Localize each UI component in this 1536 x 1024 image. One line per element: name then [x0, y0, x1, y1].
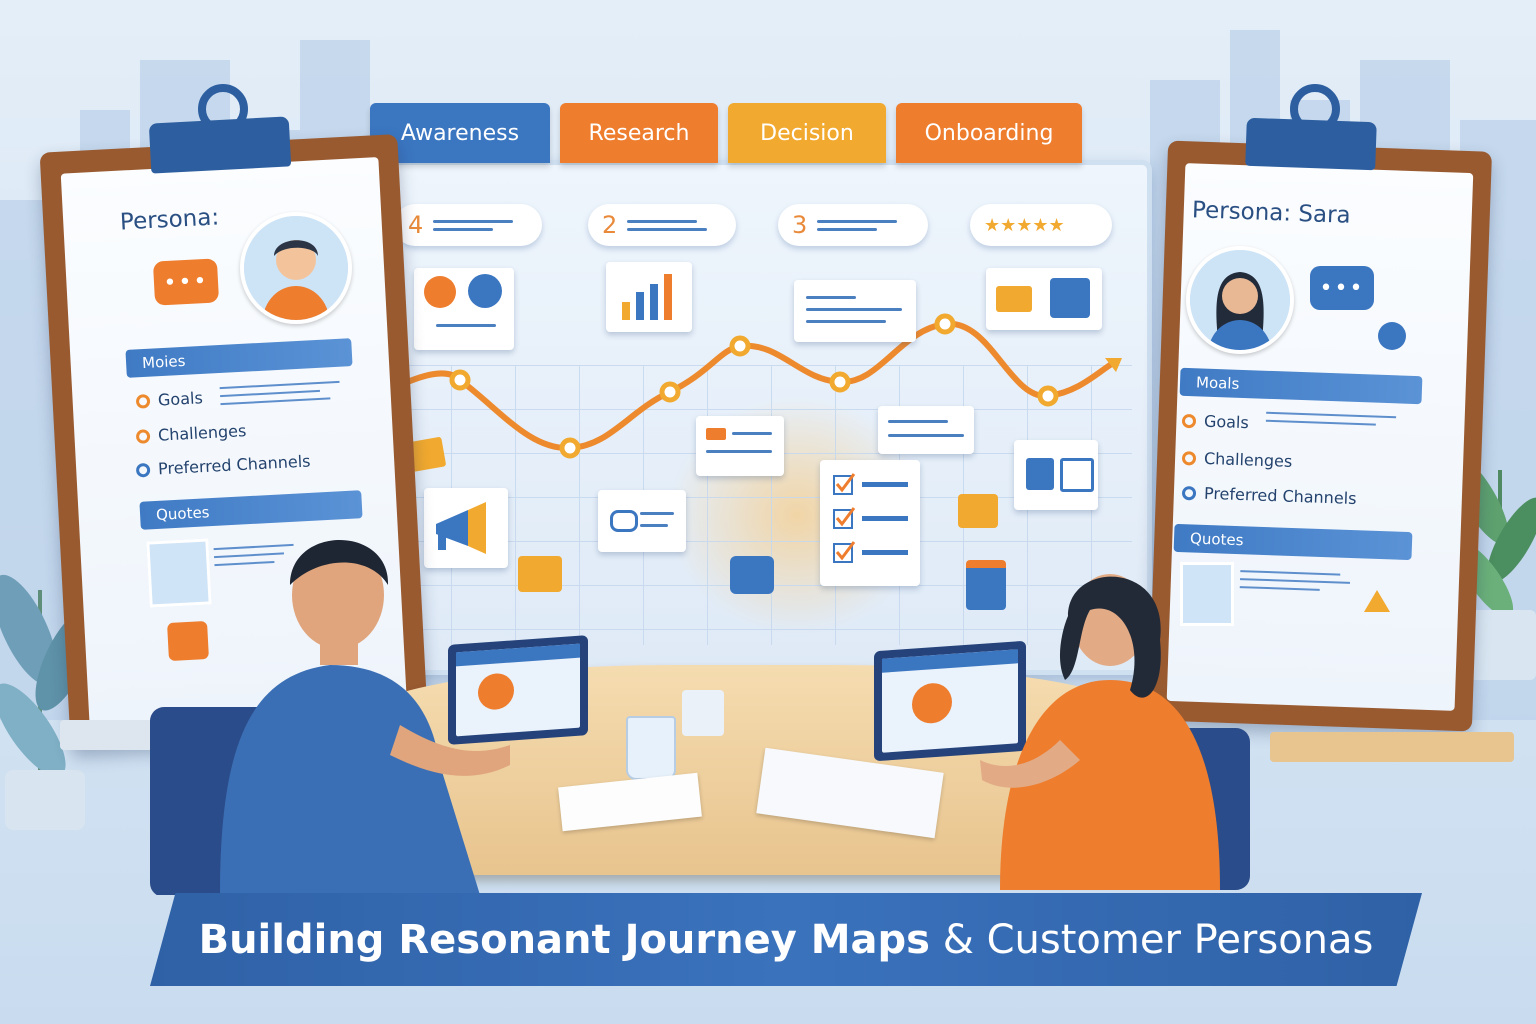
- check-icon: [135, 428, 151, 444]
- check-icon: [1181, 485, 1197, 500]
- pencil-cup: [682, 690, 724, 736]
- tab-label: Awareness: [400, 120, 520, 146]
- board-grid: [387, 365, 1132, 645]
- right-side-table: [1270, 732, 1514, 762]
- play-icon: [1050, 278, 1090, 318]
- banner-bold-text: Building Resonant Journey Maps: [198, 916, 930, 963]
- section-label: Moals: [1195, 373, 1240, 393]
- check-icon: [1181, 413, 1197, 428]
- banner-rest-text: & Customer Personas: [929, 916, 1374, 963]
- woman-avatar-icon: [1190, 250, 1290, 350]
- tab-onboarding[interactable]: Onboarding: [896, 103, 1082, 163]
- section-label: Quotes: [1189, 529, 1244, 550]
- left-chat-bubble-icon: •••: [152, 258, 220, 306]
- folder-icon: [996, 286, 1032, 312]
- store-icon: [966, 560, 1006, 610]
- man-working: [150, 540, 510, 895]
- bubble-dots: •••: [1319, 275, 1365, 301]
- tab-label: Decision: [760, 120, 854, 146]
- tab-research[interactable]: Research: [560, 103, 718, 163]
- tab-label: Onboarding: [924, 120, 1054, 146]
- rating-number: 3: [792, 211, 808, 239]
- chat-icon: [730, 556, 774, 594]
- rating-number: 2: [602, 211, 618, 239]
- left-persona-title: Persona:: [119, 204, 220, 236]
- title-banner: Building Resonant Journey Maps & Custome…: [150, 893, 1422, 986]
- warning-icon: [1364, 590, 1390, 612]
- calculator-icon: [1026, 458, 1054, 490]
- rating-chip-research: 2: [588, 204, 736, 246]
- gift-icon: [958, 494, 998, 528]
- star-rating: ★★★★★: [984, 214, 1065, 236]
- tab-label: Research: [588, 120, 690, 146]
- megaphone-icon: [436, 502, 486, 554]
- note-card: [878, 406, 974, 454]
- banner-text: Building Resonant Journey Maps & Custome…: [199, 917, 1374, 963]
- megaphone-card: [424, 488, 508, 568]
- right-chat-bubble-icon: •••: [1310, 266, 1374, 310]
- item-label: Goals: [1203, 411, 1250, 433]
- chart-card: [606, 262, 692, 332]
- check-icon: [1181, 450, 1197, 466]
- right-persona-goals: Goals: [1181, 411, 1250, 433]
- check-icon: [135, 393, 151, 409]
- woman-working: [980, 574, 1250, 890]
- left-clipboard-ring: [198, 84, 248, 134]
- rating-chip-decision: 3: [778, 204, 928, 246]
- note-card: [794, 280, 916, 342]
- bubble-dots: •••: [162, 268, 210, 296]
- rating-number: 4: [408, 211, 424, 239]
- man-avatar-icon: [244, 216, 348, 320]
- checkmark-icon: [1060, 458, 1094, 492]
- check-icon: [135, 462, 151, 478]
- media-card: [986, 268, 1102, 330]
- checklist-icon: [833, 473, 908, 563]
- right-persona-challenges: Challenges: [1181, 448, 1293, 471]
- shopping-bag-icon: [518, 556, 562, 592]
- note-card: [696, 416, 784, 476]
- rating-chip-awareness: 4: [394, 204, 542, 246]
- right-tool-icon: [1378, 322, 1406, 350]
- right-persona-avatar: [1186, 246, 1294, 354]
- coffee-mug: [626, 716, 676, 780]
- touchpoint-card: [414, 268, 514, 350]
- tab-awareness[interactable]: Awareness: [370, 103, 550, 163]
- item-label: Goals: [157, 388, 204, 410]
- right-quote-avatar: [1180, 562, 1234, 626]
- calculator-card: [1014, 440, 1098, 510]
- tab-decision[interactable]: Decision: [728, 103, 886, 163]
- checklist-card: [820, 460, 920, 586]
- rating-chip-onboarding: ★★★★★: [970, 204, 1112, 246]
- bar-chart-icon: [622, 274, 672, 320]
- link-card: [598, 490, 686, 552]
- section-label: Moies: [141, 351, 186, 373]
- emotion-curve: [387, 313, 1122, 459]
- right-persona-title: Persona: Sara: [1191, 197, 1352, 229]
- right-clipboard-ring: [1290, 84, 1340, 134]
- left-persona-goals: Goals: [135, 388, 204, 410]
- item-label: Challenges: [1203, 448, 1293, 471]
- left-persona-avatar: [240, 212, 352, 324]
